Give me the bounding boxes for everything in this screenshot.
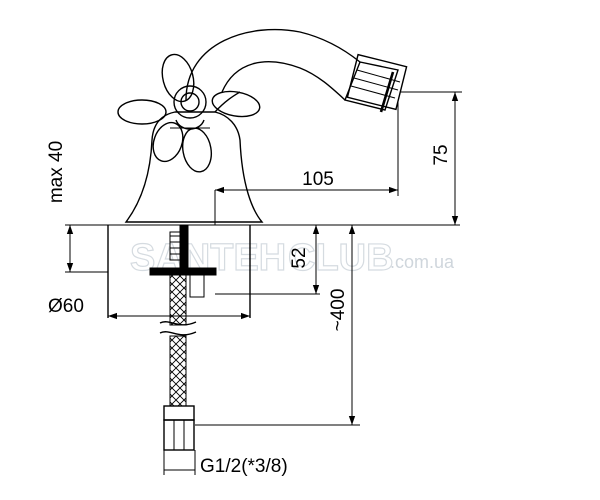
dim-deck-depth: 52 bbox=[289, 225, 320, 294]
dim-spout-height: 75 bbox=[400, 91, 462, 225]
dim-hose-length: ~400 bbox=[328, 225, 356, 425]
dim-reach: 105 bbox=[215, 100, 399, 196]
watermark-brand-right: CLUB bbox=[288, 237, 394, 279]
label-max-height: max 40 bbox=[46, 141, 67, 203]
label-connection: G1/2(*3/8) bbox=[200, 456, 288, 477]
watermark-domain: .com.ua bbox=[390, 252, 455, 272]
label-spout-height: 75 bbox=[431, 144, 452, 165]
dim-max-height: max 40 bbox=[46, 141, 74, 272]
cross-handle bbox=[117, 53, 261, 173]
label-deck-depth: 52 bbox=[289, 247, 310, 268]
deck-lines bbox=[65, 190, 460, 426]
hose-assembly bbox=[149, 224, 217, 475]
label-hose-length: ~400 bbox=[328, 289, 349, 332]
faucet-body bbox=[124, 28, 408, 223]
label-reach: 105 bbox=[302, 169, 334, 190]
dim-diameter: Ø60 bbox=[48, 296, 250, 320]
label-diameter: Ø60 bbox=[48, 296, 84, 317]
